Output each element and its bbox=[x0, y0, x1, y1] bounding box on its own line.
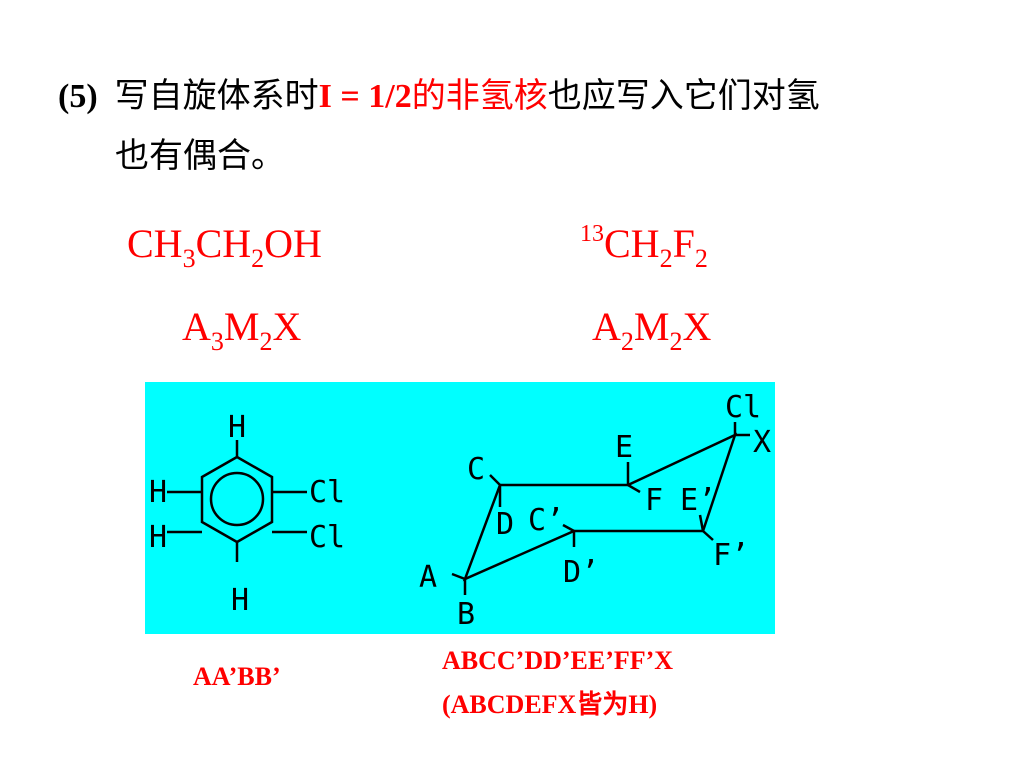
caption-right-line-2: (ABCDEFX皆为H) bbox=[442, 690, 658, 719]
formula-ethanol: CH3CH2OH bbox=[127, 221, 322, 273]
bond-c-prime bbox=[562, 523, 575, 533]
cyc-d: D bbox=[496, 507, 514, 542]
spin-label-right: A2M2X bbox=[592, 304, 712, 356]
cyc-f: F bbox=[645, 483, 663, 518]
caption-right-line-1: ABCC’DD’EE’FF’X bbox=[442, 646, 674, 675]
benzene-ring bbox=[200, 455, 274, 544]
cyc-cl: Cl bbox=[725, 390, 761, 425]
heading-post: 也应写入它们对氢 bbox=[547, 78, 820, 115]
cyclohexane-labels: Cl X E C F E’ D C’ F’ D’ A B bbox=[419, 390, 771, 632]
benzene-cl-1: Cl bbox=[309, 475, 345, 510]
cyc-a: A bbox=[419, 560, 437, 595]
cyc-c: C bbox=[467, 452, 485, 487]
benzene-h-top: H bbox=[228, 410, 246, 445]
benzene-structure bbox=[167, 440, 307, 562]
benzene-h-left-2: H bbox=[149, 520, 167, 555]
cyc-b: B bbox=[457, 597, 475, 632]
bond-f-prime bbox=[702, 530, 714, 541]
heading-pre: 写自旋体系时 bbox=[114, 78, 319, 115]
structure-panel: H H H H Cl Cl Cl X E bbox=[145, 382, 775, 634]
formula-difluoromethane: 13CH2F2 bbox=[580, 221, 708, 273]
bond-a bbox=[451, 572, 466, 581]
benzene-h-bottom: H bbox=[231, 583, 249, 618]
benzene-cl-2: Cl bbox=[309, 520, 345, 555]
cyc-e: E bbox=[615, 430, 633, 465]
bond-c bbox=[489, 474, 501, 486]
structure-drawing: H H H H Cl Cl Cl X E bbox=[149, 390, 771, 632]
item-number: (5) bbox=[58, 78, 98, 115]
cyc-c-prime: C’ bbox=[528, 503, 564, 538]
heading-line-2: 也有偶合。 bbox=[115, 138, 285, 175]
cyc-e-prime: E’ bbox=[680, 483, 716, 518]
spin-label-left: A3M2X bbox=[182, 304, 302, 356]
spin-condition: I = 1/2 bbox=[318, 78, 412, 115]
cyclohexane-structure bbox=[451, 422, 750, 595]
benzene-h-left-1: H bbox=[149, 475, 167, 510]
bond-f bbox=[627, 483, 641, 494]
benzene-inner-circle bbox=[209, 471, 265, 527]
bond-e-prime bbox=[698, 514, 705, 532]
heading-line-1: (5) 写自旋体系时I = 1/2的非氢核也应写入它们对氢 bbox=[58, 68, 820, 117]
cyc-x: X bbox=[753, 425, 771, 460]
heading-red-text: 的非氢核 bbox=[411, 78, 548, 115]
cyc-d-prime: D’ bbox=[563, 555, 599, 590]
benzene-labels: H H H H Cl Cl bbox=[149, 410, 345, 618]
cyc-f-prime: F’ bbox=[713, 538, 749, 573]
caption-left: AA’BB’ bbox=[193, 662, 281, 691]
